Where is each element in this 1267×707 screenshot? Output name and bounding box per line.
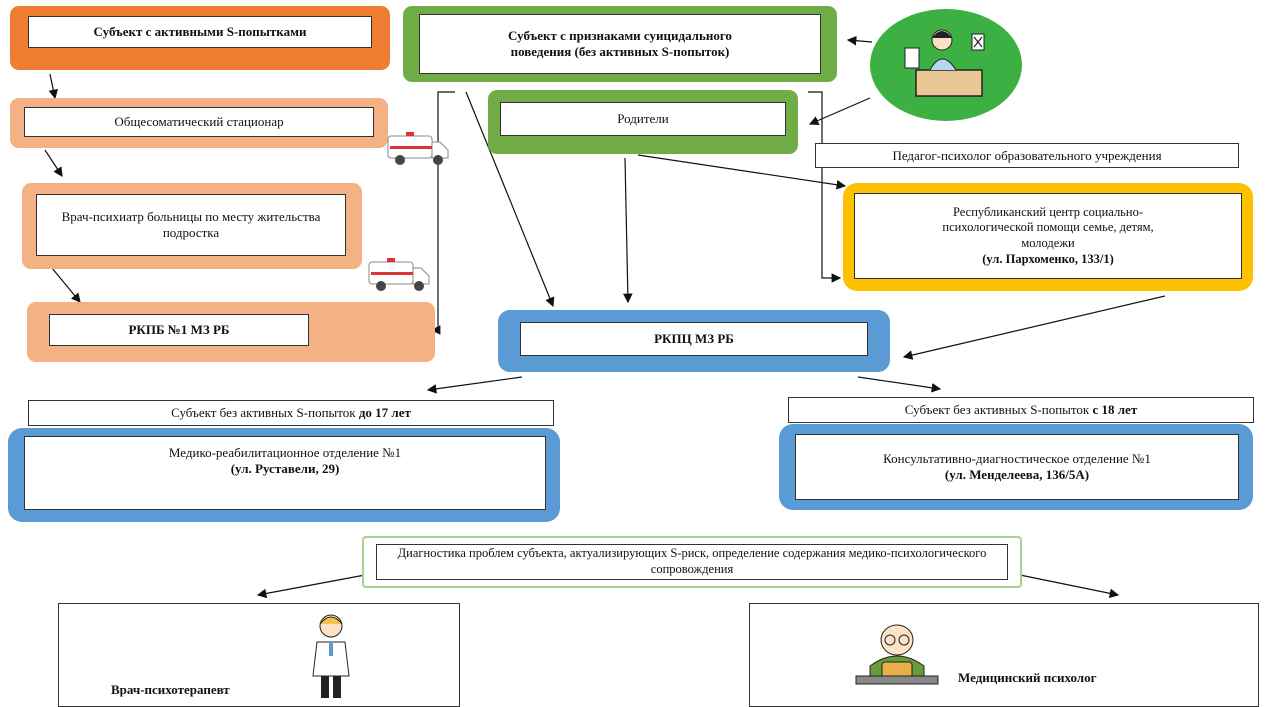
psychiatrist-text: Врач-психиатр больницы по месту жительст… — [61, 208, 321, 240]
rehab-name: Медико-реабилитационное отделение №1 — [168, 445, 402, 460]
arrow-parents-to-rkpc — [623, 157, 633, 304]
hospital-label: Общесоматический стационар — [24, 107, 374, 137]
arrow-hospital-to-psychiatrist — [44, 149, 63, 178]
suicidal-signs-label: Субъект с признаками суицидального повед… — [419, 14, 821, 74]
rcenter-address: (ул. Пархоменко, 133/1) — [982, 251, 1114, 266]
rkpb-frame: РКПБ №1 МЗ РБ — [27, 302, 435, 362]
teacher-psychologist-box: Педагог-психолог образовательного учрежд… — [815, 143, 1239, 168]
suicidal-signs-frame: Субъект с признаками суицидального повед… — [403, 6, 837, 82]
suicidal-signs-line1: Субъект с признаками суицидального — [508, 27, 732, 43]
parents-label: Родители — [500, 102, 786, 136]
under17-prefix: Субъект без активных S-попыток — [171, 405, 359, 420]
suicidal-signs-line2: поведения (без активных S-попыток) — [510, 44, 730, 59]
hospital-text: Общесоматический стационар — [114, 113, 284, 129]
ambulance-icon — [367, 256, 431, 294]
arrow-parents-to-rcenter — [637, 154, 847, 190]
over18-prefix: Субъект без активных S-попыток — [904, 402, 1093, 417]
arrow-diagnostics-to-psychotherapist — [256, 574, 366, 599]
arrow-rkpc-to-over18 — [857, 376, 942, 393]
rcenter-frame: Республиканский центр социально- психоло… — [843, 183, 1253, 291]
arrow-active-to-hospital — [48, 73, 58, 100]
rkpb-text: РКПБ №1 МЗ РБ — [128, 321, 230, 337]
teacher-illustration — [868, 8, 1024, 122]
active-attempts-frame: Субъект с активными S-попытками — [10, 6, 390, 70]
psychiatrist-frame: Врач-психиатр больницы по месту жительст… — [22, 183, 362, 269]
under17-box: Субъект без активных S-попыток до 17 лет — [28, 400, 554, 426]
consult-frame: Консультативно-диагностическое отделение… — [779, 424, 1253, 510]
consult-label: Консультативно-диагностическое отделение… — [795, 434, 1239, 500]
diagnostics-frame: Диагностика проблем субъекта, актуализир… — [362, 536, 1022, 588]
psychotherapist-box: Врач-психотерапевт — [58, 603, 460, 707]
bracket-to-rcenter — [808, 91, 842, 283]
rkpc-text: РКПЦ МЗ РБ — [654, 330, 734, 346]
arrow-rcenter-to-rkpc — [902, 295, 1166, 360]
arrow-suicidal-to-rkpc — [465, 91, 555, 308]
consult-name: Консультативно-диагностическое отделение… — [883, 450, 1151, 466]
parents-frame: Родители — [488, 90, 798, 154]
psychologist-illustration — [850, 618, 944, 688]
rcenter-line1: Республиканский центр социально- — [953, 204, 1143, 219]
diagnostics-label: Диагностика проблем субъекта, актуализир… — [376, 544, 1008, 580]
over18-box: Субъект без активных S-попыток с 18 лет — [788, 397, 1254, 423]
arrow-rkpc-to-under17 — [426, 376, 523, 394]
rkpc-frame: РКПЦ МЗ РБ — [498, 310, 890, 372]
rehab-address: (ул. Руставели, 29) — [230, 461, 340, 477]
under17-suffix: до 17 лет — [358, 405, 411, 420]
rcenter-line2: психологической помощи семье, детям, — [942, 220, 1154, 235]
diagnostics-text: Диагностика проблем субъекта, актуализир… — [397, 546, 987, 576]
rcenter-line3: молодежи — [1021, 236, 1075, 250]
arrow-teacher-to-suicidal — [846, 35, 873, 46]
parents-text: Родители — [617, 110, 669, 126]
med-psychologist-text: Медицинский психолог — [958, 670, 1097, 685]
arrow-psychiatrist-to-rkpb — [51, 267, 81, 303]
consult-address: (ул. Менделеева, 136/5А) — [944, 467, 1090, 482]
med-psychologist-box: Медицинский психолог — [749, 603, 1259, 707]
over18-suffix: с 18 лет — [1092, 402, 1138, 417]
rkpc-label: РКПЦ МЗ РБ — [520, 322, 868, 356]
arrow-teacher-to-parents — [808, 97, 871, 126]
rehab-frame: Медико-реабилитационное отделение №1 (ул… — [8, 428, 560, 522]
arrow-diagnostics-to-psychologist — [1019, 574, 1120, 599]
active-attempts-text: Субъект с активными S-попытками — [93, 23, 307, 39]
rcenter-label: Республиканский центр социально- психоло… — [854, 193, 1242, 279]
hospital-frame: Общесоматический стационар — [10, 98, 388, 148]
bracket-to-rkpb — [430, 91, 455, 335]
rkpb-label: РКПБ №1 МЗ РБ — [49, 314, 309, 346]
active-attempts-label: Субъект с активными S-попытками — [28, 16, 372, 48]
doctor-illustration — [309, 612, 353, 702]
ambulance-icon — [386, 130, 450, 168]
psychotherapist-text: Врач-психотерапевт — [111, 682, 230, 697]
teacher-psychologist-text: Педагог-психолог образовательного учрежд… — [892, 147, 1162, 163]
rehab-label: Медико-реабилитационное отделение №1 (ул… — [24, 436, 546, 510]
psychiatrist-label: Врач-психиатр больницы по месту жительст… — [36, 194, 346, 256]
